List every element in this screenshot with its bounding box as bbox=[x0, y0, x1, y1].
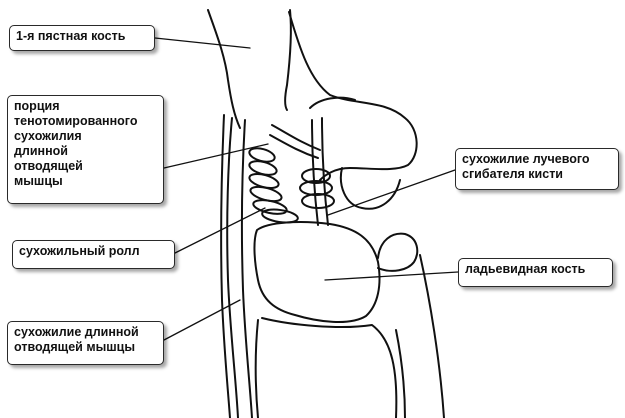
first-metacarpal-bone-right bbox=[285, 10, 291, 110]
label-first-metacarpal: 1-я пястная кость bbox=[9, 25, 155, 51]
first-metacarpal-bone bbox=[208, 10, 240, 128]
leader-fcr bbox=[328, 170, 455, 215]
leader-scaphoid bbox=[325, 272, 458, 280]
trapezium-lower bbox=[341, 168, 400, 209]
right-outline-2 bbox=[396, 330, 405, 418]
lunate-bone bbox=[378, 234, 417, 271]
trapezium-inner bbox=[310, 98, 355, 108]
label-fcr-tendon: сухожилие лучевого сгибателя кисти bbox=[455, 148, 619, 190]
label-apl-tendon: сухожилие длинной отводящей мышцы bbox=[7, 321, 164, 365]
roll-coil-5 bbox=[252, 198, 288, 217]
leader-metacarpal bbox=[155, 38, 250, 48]
label-tendon-roll: сухожильный ролл bbox=[12, 240, 175, 269]
leader-apl bbox=[164, 300, 240, 340]
right-outline bbox=[420, 255, 444, 418]
label-scaphoid: ладьевидная кость bbox=[458, 258, 613, 287]
label-tenotomized-tendon-portion: порция тенотомированного сухожилия длинн… bbox=[7, 95, 164, 204]
radius-border-inner bbox=[242, 120, 252, 418]
lower-carpal-left bbox=[256, 320, 258, 418]
radius-border-outer bbox=[227, 118, 238, 418]
sling-loop-3 bbox=[302, 194, 334, 208]
lower-carpal-bone bbox=[262, 318, 396, 418]
roll-coil-6 bbox=[261, 208, 298, 225]
fcr-tendon-left bbox=[312, 120, 318, 225]
scaphoid-bone bbox=[254, 222, 379, 322]
leader-roll bbox=[175, 208, 265, 253]
